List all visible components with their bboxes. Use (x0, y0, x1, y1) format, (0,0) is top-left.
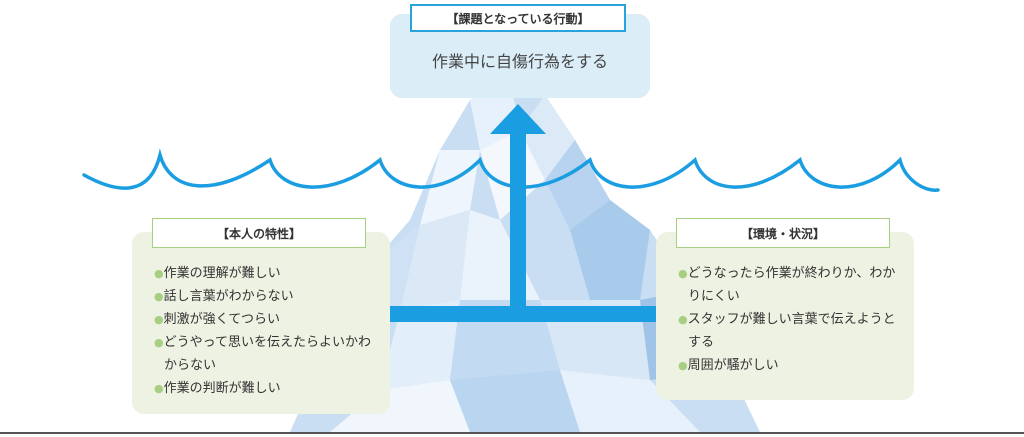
arrow-shaft (510, 130, 526, 310)
list-item: ●作業の理解が難しい (154, 266, 281, 281)
arrow-crossbar (390, 306, 656, 322)
personal-traits-title: 【本人の特性】 (152, 218, 366, 248)
cause-arrow (390, 104, 656, 322)
environment-title: 【環境・状況】 (676, 218, 890, 248)
personal-traits-box: 【本人の特性】 ●作業の理解が難しい ●話し言葉がわからない ●刺激が強くてつら… (132, 218, 390, 414)
bullet-icon: ● (678, 313, 688, 326)
iceberg-facet (380, 300, 460, 390)
bullet-icon: ● (154, 313, 164, 326)
bullet-icon: ● (154, 382, 164, 395)
iceberg-facet (570, 200, 650, 300)
iceberg-facet (450, 370, 580, 432)
problem-behavior-box: 【課題となっている行動】 作業中に自傷行為をする (390, 4, 650, 98)
personal-traits-list: ●作業の理解が難しい ●話し言葉がわからない ●刺激が強くてつらい ●どうやって… (154, 262, 380, 400)
iceberg-facet (330, 380, 470, 432)
problem-behavior-title: 【課題となっている行動】 (410, 4, 626, 32)
list-item: ●作業の判断が難しい (154, 381, 281, 396)
bullet-icon: ● (154, 336, 164, 349)
bullet-icon: ● (154, 290, 164, 303)
list-item: ●どうなったら作業が終わりか、わかりにくい (678, 266, 896, 304)
water-wave (82, 148, 940, 192)
bullet-icon: ● (678, 267, 688, 280)
list-item: ●話し言葉がわからない (154, 289, 294, 304)
list-item: ●どうやって思いを伝えたらよいかわからない (154, 335, 371, 373)
iceberg-facet (520, 95, 575, 180)
problem-behavior-text: 作業中に自傷行為をする (431, 52, 608, 71)
iceberg-facet (400, 210, 470, 310)
list-item: ●スタッフが難しい言葉で伝えようとする (678, 312, 896, 350)
environment-box: 【環境・状況】 ●どうなったら作業が終わりか、わかりにくい ●スタッフが難しい言… (656, 218, 914, 400)
list-item: ●周囲が騒がしい (678, 358, 779, 373)
bullet-icon: ● (678, 359, 688, 372)
ground-line (0, 432, 1024, 434)
environment-list: ●どうなったら作業が終わりか、わかりにくい ●スタッフが難しい言葉で伝えようとす… (678, 262, 908, 377)
iceberg-facet (560, 370, 700, 432)
iceberg-facet (420, 150, 480, 225)
list-item: ●刺激が強くてつらい (154, 312, 280, 327)
iceberg-facet (545, 140, 610, 230)
bullet-icon: ● (154, 267, 164, 280)
arrow-head (490, 104, 546, 134)
